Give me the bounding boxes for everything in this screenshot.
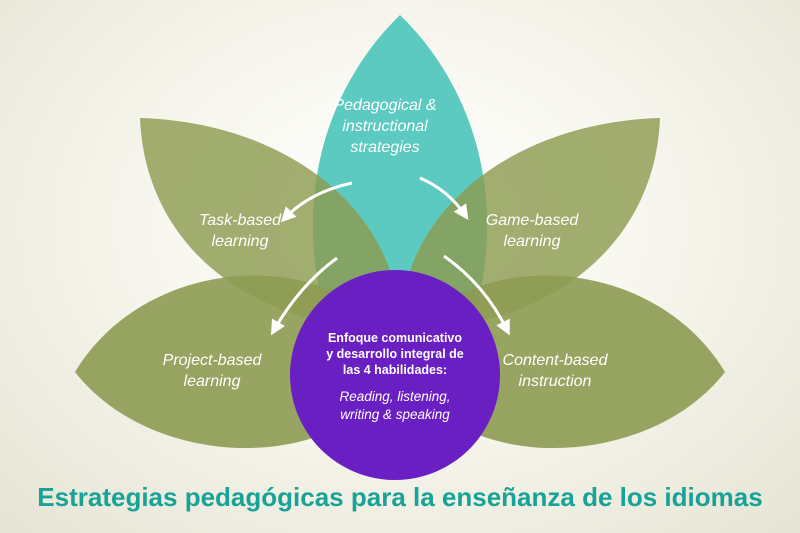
label-content-based-instruction: Content-based instruction [465, 350, 645, 392]
label-line: learning [183, 373, 241, 390]
label-game-based-learning: Game-based learning [442, 210, 622, 252]
center-skills: Reading, listening, writing & speaking [300, 388, 490, 424]
arrow-to-project-based [270, 256, 338, 336]
label-task-based-learning: Task-based learning [150, 210, 330, 252]
label-line: learning [503, 233, 561, 250]
center-line: y desarrollo integral de [326, 347, 464, 361]
label-pedagogical-strategies: Pedagogical & instructional strategies [295, 95, 475, 158]
skills-line: Reading, listening, [339, 389, 451, 404]
arrow-to-task-based [280, 181, 353, 223]
label-line: Pedagogical & [333, 97, 437, 114]
center-line: Enfoque comunicativo [327, 331, 463, 345]
page-title: Estrategias pedagógicas para la enseñanz… [37, 482, 763, 512]
label-line: instruction [518, 373, 592, 390]
center-text: Enfoque comunicativo y desarrollo integr… [300, 330, 490, 424]
skills-line: writing & speaking [340, 407, 450, 422]
label-line: Task-based [198, 212, 282, 229]
label-line: strategies [350, 139, 420, 156]
arrow-to-game-based [419, 176, 469, 220]
label-line: Game-based [485, 212, 579, 229]
label-line: instructional [342, 118, 428, 135]
label-project-based-learning: Project-based learning [122, 350, 302, 392]
petal-upper-left [140, 118, 400, 330]
label-line: Content-based [502, 352, 608, 369]
label-line: learning [211, 233, 269, 250]
label-line: Project-based [162, 352, 262, 369]
center-circle [290, 270, 500, 480]
center-line: las 4 habilidades: [342, 363, 448, 377]
arrow-to-content-based [443, 254, 510, 336]
petal-upper-right [400, 118, 660, 330]
